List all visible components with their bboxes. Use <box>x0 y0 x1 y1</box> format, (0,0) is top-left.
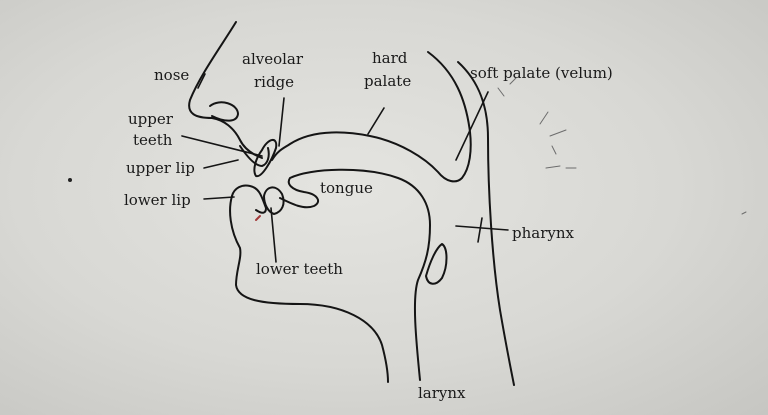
pencil-mark <box>545 165 561 169</box>
lower-teeth-pointer <box>270 207 277 263</box>
pencil-mark <box>539 111 549 125</box>
label-lower-lip: lower lip <box>124 191 191 209</box>
nose-outline <box>188 21 263 159</box>
soft-palate-pointer <box>455 91 489 161</box>
pharynx-pointer <box>455 225 509 231</box>
upper-lip-pointer <box>203 159 239 169</box>
hard-palate-pointer <box>367 107 385 135</box>
pencil-mark <box>741 211 747 215</box>
alveolar-ridge-pointer <box>278 97 285 147</box>
pharynx-tick <box>477 217 483 243</box>
label-alveolar-ridge-line1: alveolar <box>242 50 304 68</box>
label-hard-palate-line1: hard <box>372 49 408 67</box>
pencil-mark <box>497 87 505 97</box>
label-upper-teeth-line1: upper <box>128 110 174 128</box>
tongue-surface <box>279 168 431 381</box>
label-upper-lip: upper lip <box>126 159 195 177</box>
pencil-mark <box>549 129 567 137</box>
label-hard-palate-line2: palate <box>364 72 411 90</box>
label-lower-teeth: lower teeth <box>256 260 343 278</box>
nostril-outline <box>209 101 239 122</box>
label-pharynx: pharynx <box>512 224 575 242</box>
label-upper-teeth-line2: teeth <box>133 131 173 149</box>
upper-lip-shape <box>239 145 270 167</box>
pencil-mark <box>551 145 557 155</box>
nose-pointer <box>197 73 206 89</box>
label-larynx: larynx <box>418 384 466 402</box>
lower-lip-pointer <box>203 196 235 200</box>
red-mark <box>255 215 261 221</box>
pharynx-back-wall <box>457 61 515 386</box>
upper-teeth-shape <box>253 139 278 178</box>
epiglottis-shape <box>425 243 448 285</box>
ink-dot <box>68 178 72 182</box>
label-soft-palate: soft palate (velum) <box>470 64 613 82</box>
jaw-outline <box>229 195 389 383</box>
lower-lip-shape <box>231 184 267 214</box>
label-alveolar-ridge-line2: ridge <box>254 73 294 91</box>
pencil-mark <box>509 77 517 85</box>
label-nose: nose <box>154 66 189 84</box>
lower-teeth-shape <box>263 186 285 215</box>
label-tongue: tongue <box>320 179 373 197</box>
upper-teeth-pointer <box>181 135 263 157</box>
